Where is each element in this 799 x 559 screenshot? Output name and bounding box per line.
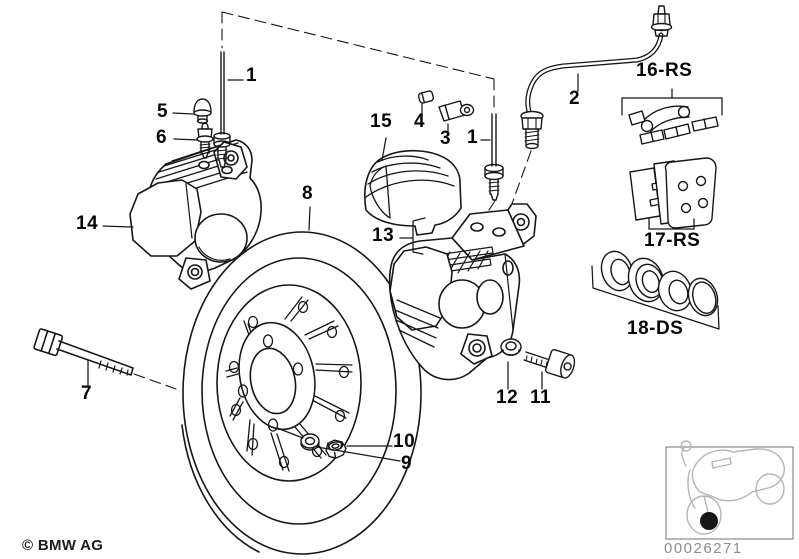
small-pin-drawing: [417, 90, 435, 104]
line-top-fitting: [650, 5, 673, 37]
right-caliper-drawing: [388, 203, 537, 381]
seal-kit-18ds-drawing: [600, 250, 719, 317]
left-caliper-drawing: [129, 139, 262, 290]
mount-bolt-drawing: [523, 348, 576, 379]
line-bottom-fitting: [520, 110, 544, 150]
brake-pads-17rs-drawing: [629, 157, 717, 229]
mount-nut-drawing: [500, 338, 522, 356]
brake-disc-drawing: [181, 231, 422, 555]
holder-clip-drawing: [438, 100, 475, 122]
brake-line-drawing: [520, 5, 673, 150]
wheel-bolt-drawing: [33, 328, 134, 376]
vehicle-thumbnail: [665, 440, 794, 540]
leader-lines: [87, 73, 723, 462]
washer-drawing: [300, 433, 320, 451]
repair-kit-16rs-drawing: [628, 105, 719, 145]
location-dot: [700, 512, 718, 530]
copyright-text: © BMW AG: [22, 537, 104, 554]
right-caliper-fins: [394, 299, 441, 348]
diagram-number: 00026271: [664, 540, 743, 557]
bleeder-cap-drawing: [193, 98, 212, 124]
hub-bolt-holes: [237, 334, 304, 432]
bleeder-valve-drawing: [196, 122, 214, 159]
bleed-pipe-center-drawing: [484, 113, 504, 201]
bleed-pipe-left-drawing: [213, 51, 231, 168]
